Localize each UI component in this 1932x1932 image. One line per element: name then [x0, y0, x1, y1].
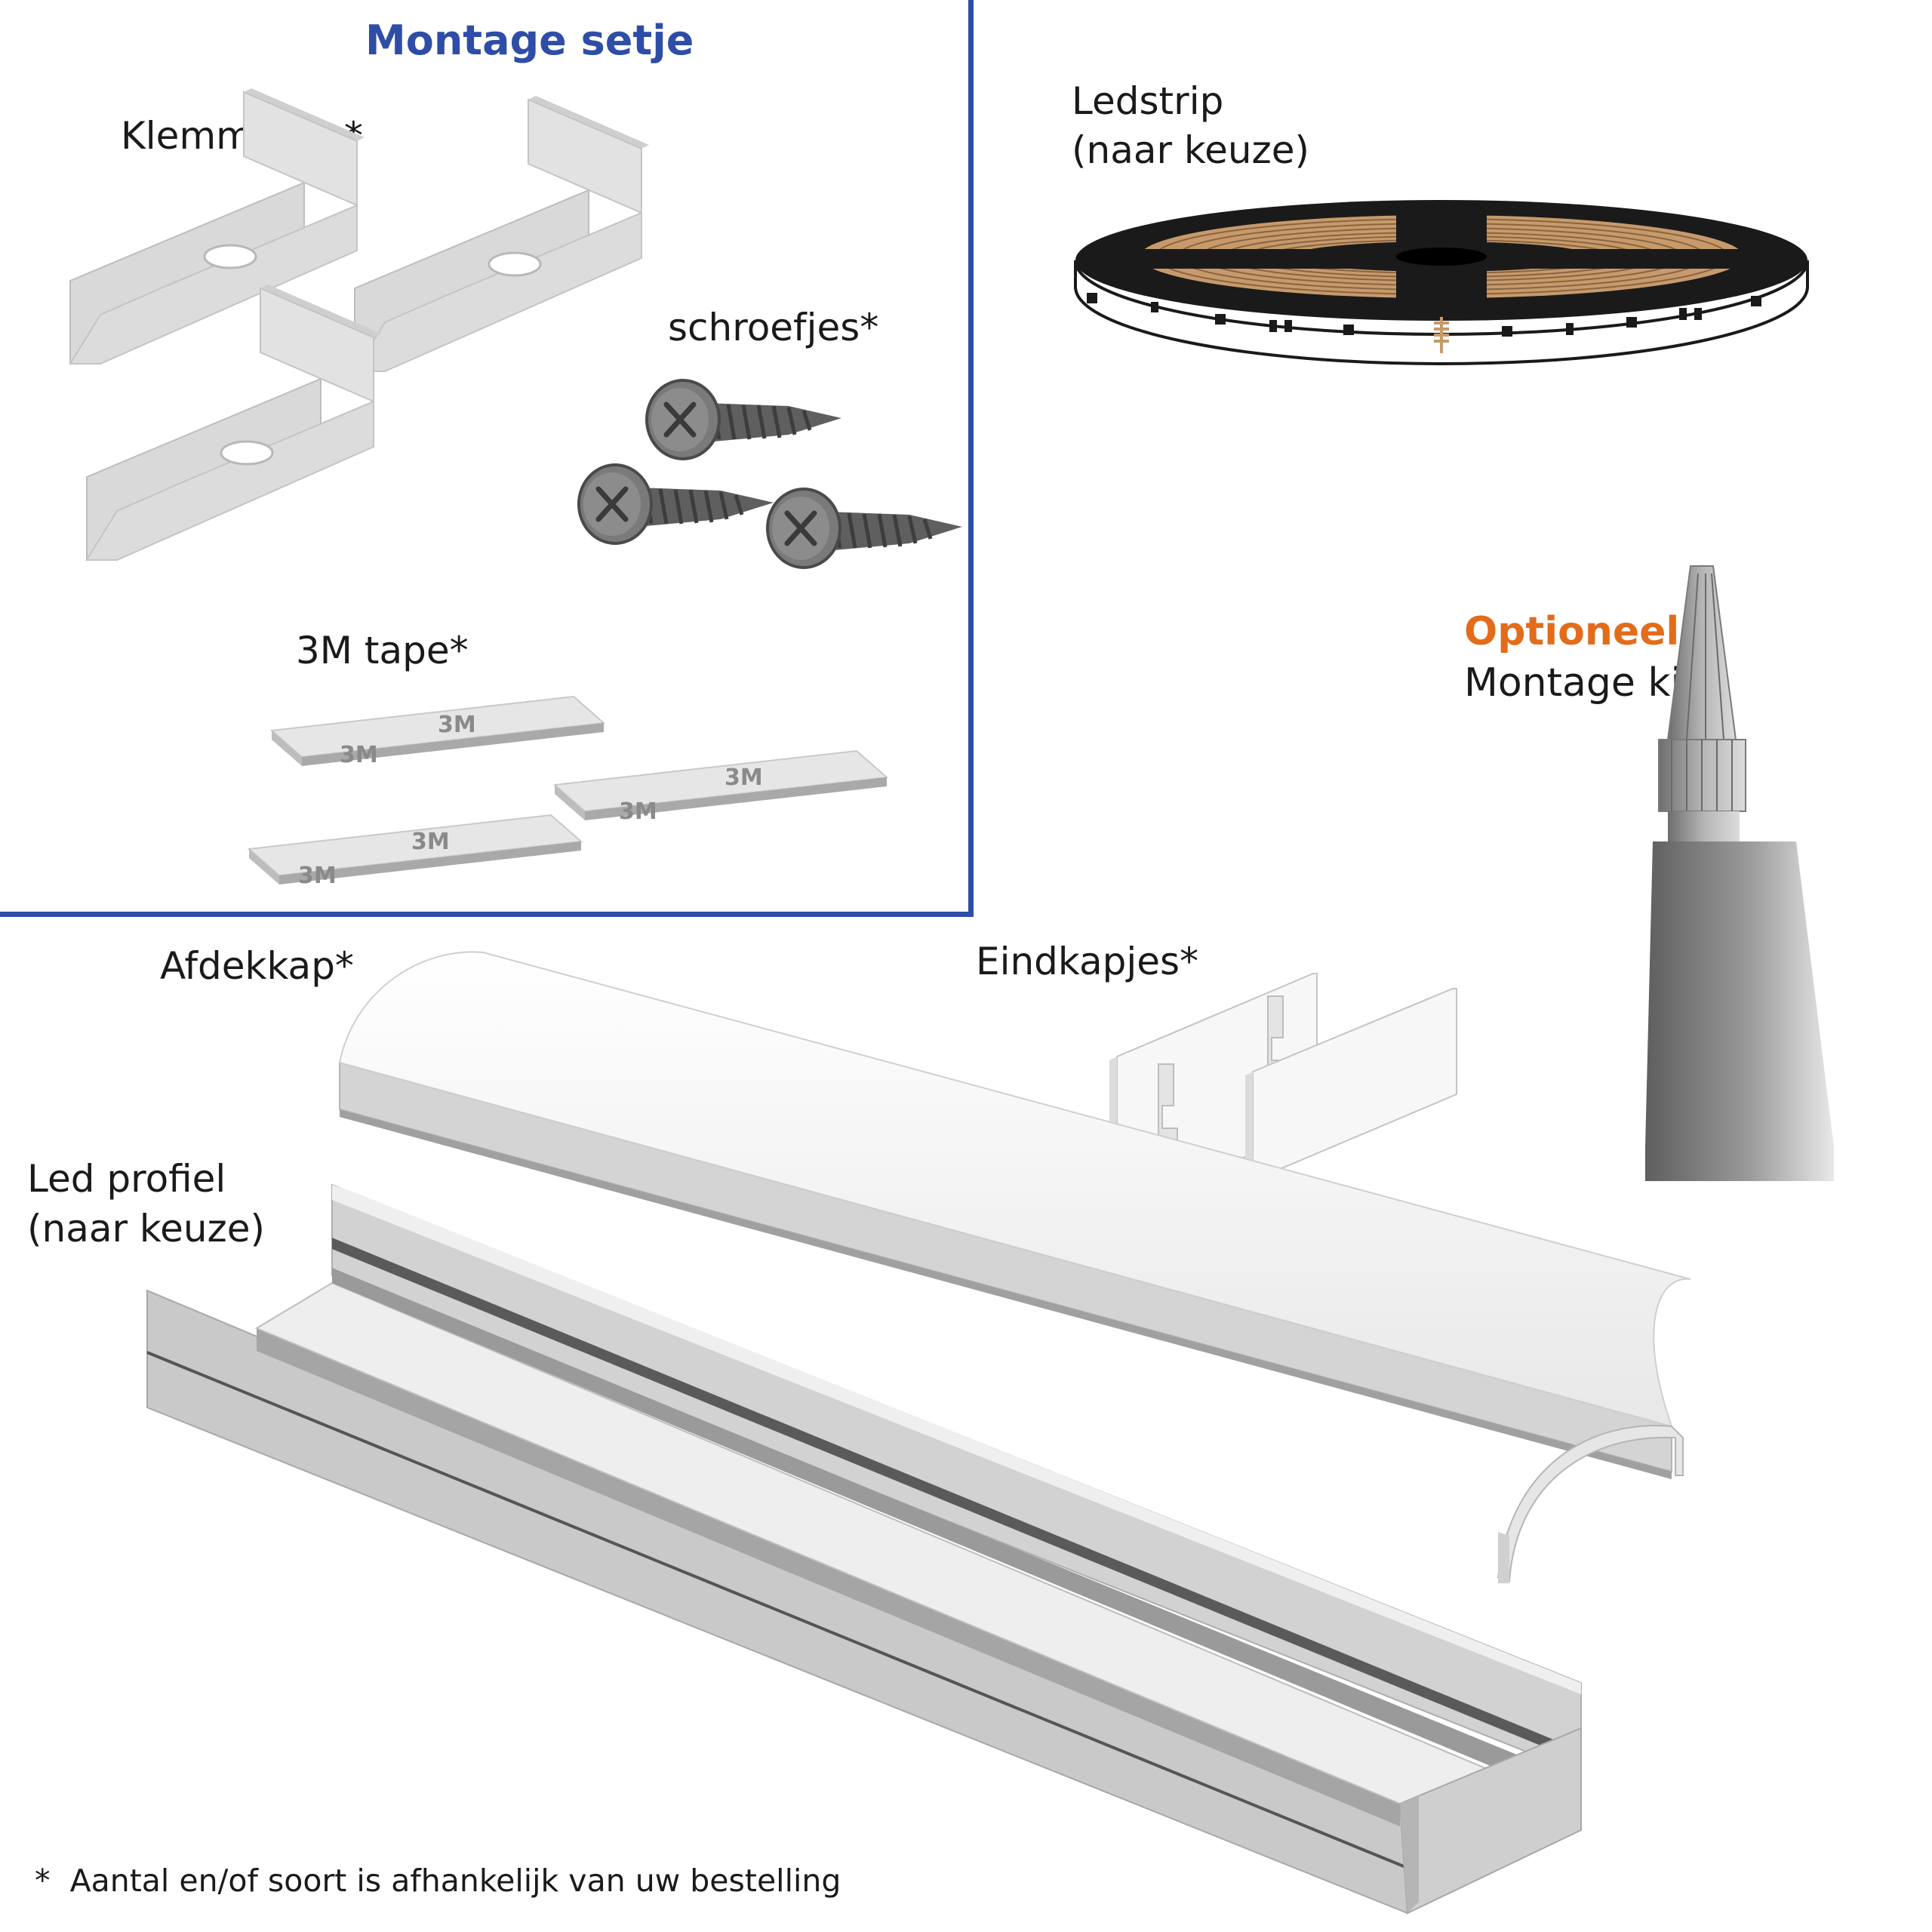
- tape-label: 3M tape*: [296, 629, 469, 672]
- mounting-kit-frame: [0, 0, 974, 917]
- endcaps-label: Eindkapjes*: [976, 940, 1199, 983]
- tape-mark: 3M: [724, 764, 763, 791]
- footnote: * Aantal en/of soort is afhankelijk van …: [35, 1863, 841, 1899]
- optional-kit-label: Optioneel Montage kit: [1464, 606, 1697, 709]
- tape-icon: 3M 3M: [271, 696, 605, 768]
- screws-label: schroefjes*: [668, 306, 879, 349]
- tape-mark: 3M: [340, 742, 378, 768]
- profile-label-line1: Led profiel: [27, 1157, 226, 1201]
- montage-kit-label: Montage kit: [1464, 660, 1697, 706]
- profile-label-line2: (naar keuze): [27, 1207, 266, 1251]
- ledstrip-label-line1: Ledstrip: [1072, 79, 1224, 123]
- tape-mark: 3M: [298, 863, 337, 889]
- optional-tag: Optioneel: [1464, 609, 1680, 654]
- ledstrip-reel-icon: [1074, 200, 1809, 365]
- tape-mark: 3M: [438, 712, 476, 738]
- ledstrip-label-line2: (naar keuze): [1072, 128, 1310, 172]
- tape-icon: 3M 3M: [248, 814, 582, 889]
- tape-icon: 3M 3M: [554, 750, 888, 825]
- tape-mark: 3M: [411, 829, 450, 855]
- glue-tube-icon: [1645, 565, 1834, 1181]
- cover-label: Afdekkap*: [160, 944, 354, 988]
- tape-mark: 3M: [619, 798, 657, 825]
- mounting-kit-title: Montage setje: [365, 17, 694, 64]
